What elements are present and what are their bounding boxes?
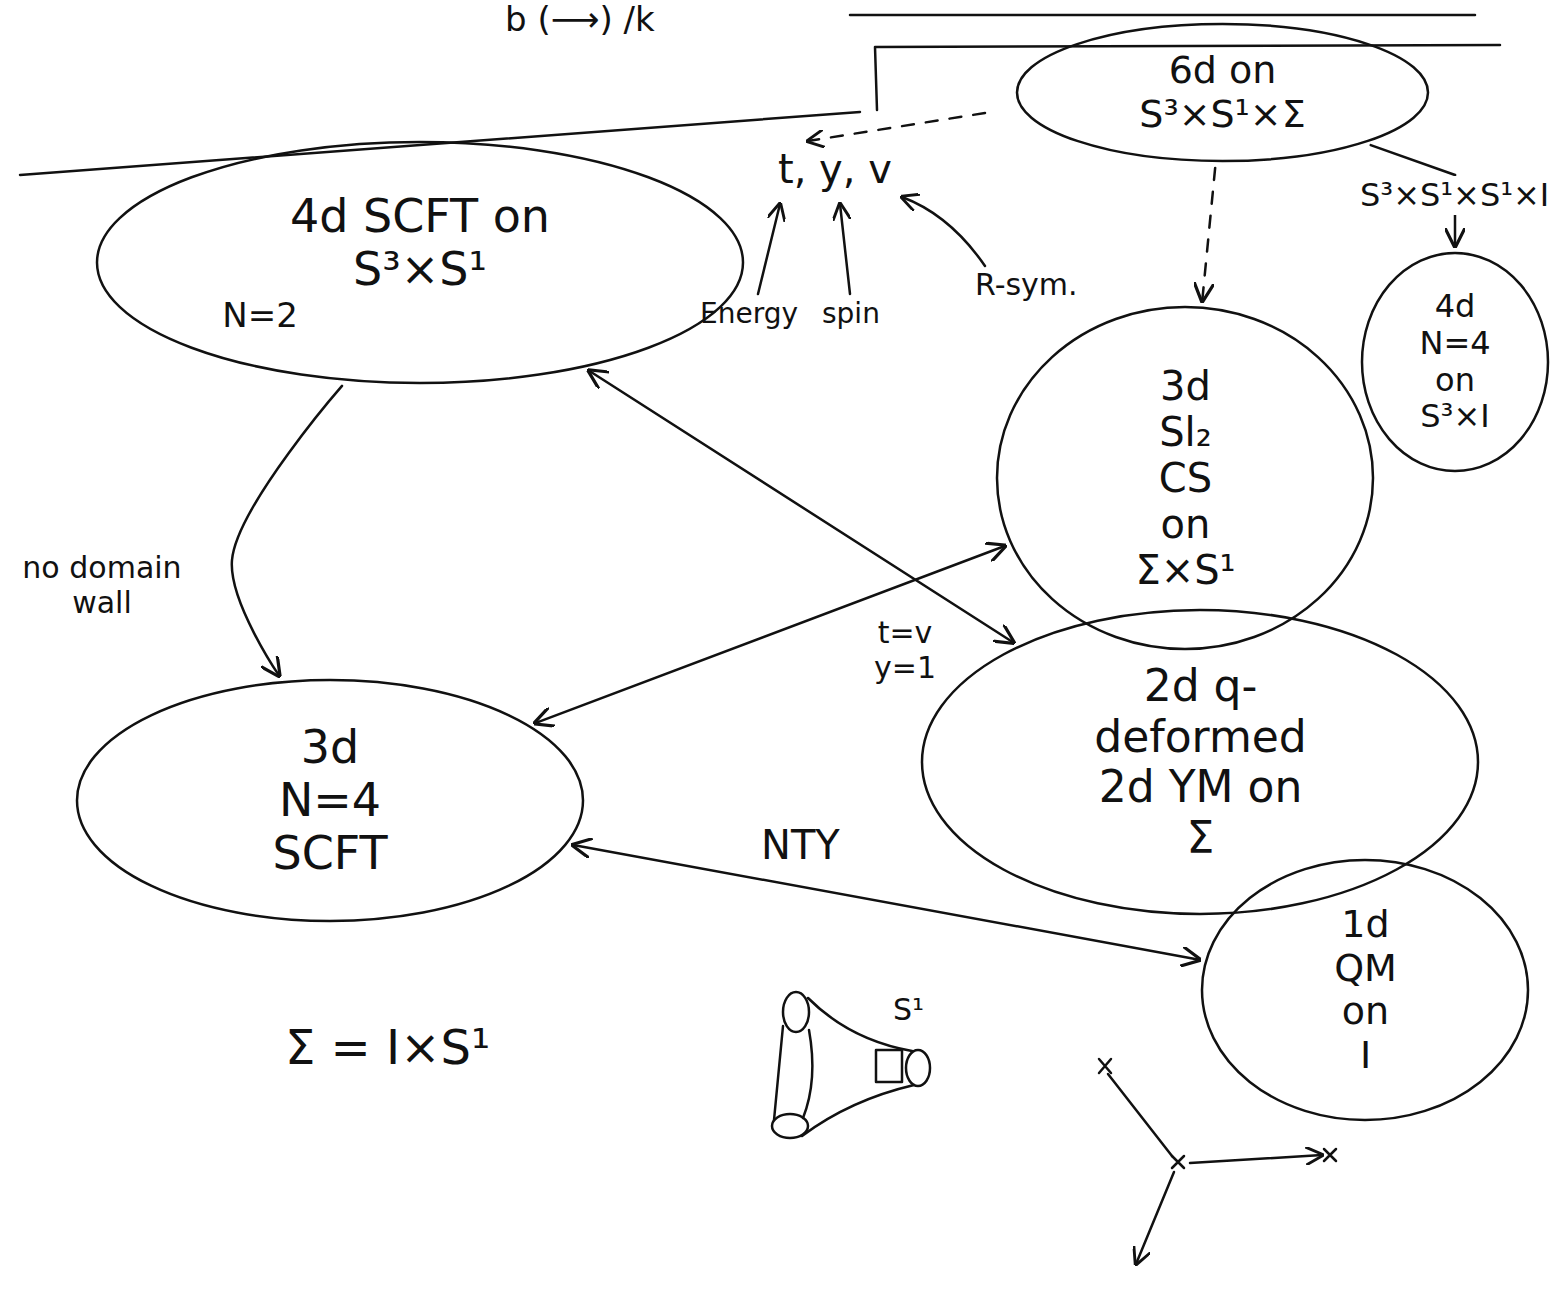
annotation: b (⟶) /k [505, 0, 655, 39]
tube-segment [876, 1050, 902, 1082]
pants-seam [803, 1030, 812, 1118]
pants-seam [774, 1026, 783, 1120]
node-text-group: 1d QM on I [1334, 903, 1397, 1078]
node-title: 1d QM on I [1334, 903, 1397, 1078]
pants-circle [906, 1050, 930, 1086]
ellipse-node: 3d Sl₂ CS on Σ×S¹ [995, 305, 1375, 651]
dashed-pointer [808, 113, 985, 141]
ellipse-border [97, 142, 743, 383]
edge-label: NTY [758, 821, 843, 869]
connector [232, 386, 342, 676]
pointer-arrow [902, 197, 985, 266]
ellipse-border [922, 610, 1478, 914]
connector [573, 845, 1199, 960]
ellipse-border [997, 307, 1373, 649]
edge-label: no domain wall [4, 550, 200, 621]
graph-edge [1136, 1172, 1174, 1264]
top-rule [850, 14, 1475, 17]
slanted-rule [20, 112, 860, 175]
ellipse-border [77, 680, 583, 921]
graph-edge [1190, 1155, 1322, 1163]
node-subtitle: N=2 [222, 296, 298, 335]
edge-label: S³×S¹×S¹×I [1357, 176, 1552, 215]
annotation: S¹ [893, 993, 924, 1028]
ellipse-node: 2d q-deformed 2d YM on Σ [920, 608, 1480, 916]
node-title: 6d on S³×S¹×Σ [1139, 49, 1306, 136]
pants-circle [783, 992, 809, 1032]
cross-mark [1099, 1059, 1111, 1073]
node-text-group: 4d SCFT on S³×S¹N=2 [222, 190, 618, 335]
ellipse-node: 3d N=4 SCFT [75, 678, 585, 923]
node-text-group: 4d N=4 on S³×I [1419, 288, 1491, 435]
node-title: 2d q-deformed 2d YM on Σ [1094, 661, 1307, 863]
ellipse-border [1362, 253, 1548, 471]
cross-mark [1324, 1149, 1336, 1161]
node-text-group: 3d Sl₂ CS on Σ×S¹ [1135, 363, 1236, 593]
ellipse-node: 6d on S³×S¹×Σ [1015, 22, 1430, 163]
annotation: t, y, v [778, 146, 892, 192]
node-text-group: 6d on S³×S¹×Σ [1139, 49, 1306, 136]
connector [1202, 168, 1215, 301]
node-title: 3d Sl₂ CS on Σ×S¹ [1135, 363, 1236, 593]
annotation: spin [822, 298, 880, 330]
ellipse-border [1017, 24, 1428, 161]
pointer-arrow [758, 204, 780, 294]
node-title: 3d N=4 SCFT [272, 721, 388, 880]
ellipse-node: 4d SCFT on S³×S¹N=2 [95, 140, 745, 385]
node-text-group: 3d N=4 SCFT [272, 721, 388, 880]
connector [535, 546, 1005, 723]
cross-mark [1172, 1156, 1184, 1168]
connector [589, 371, 1013, 643]
graph-edge [1108, 1074, 1172, 1156]
ellipse-border [1202, 860, 1528, 1120]
ellipse-node: 1d QM on I [1200, 858, 1530, 1122]
edge-label: t=v y=1 [862, 615, 948, 686]
node-title: 4d SCFT on S³×S¹ [222, 190, 618, 296]
annotation: Σ = I×S¹ [285, 1020, 490, 1075]
annotation: Energy [700, 298, 798, 330]
ellipse-node: 4d N=4 on S³×I [1360, 251, 1550, 473]
pants-seam [802, 1085, 914, 1136]
node-title: 4d N=4 on S³×I [1419, 288, 1491, 435]
node-text-group: 2d q-deformed 2d YM on Σ [1094, 661, 1307, 863]
pointer-arrow [840, 204, 850, 294]
annotation: R-sym. [975, 268, 1078, 303]
